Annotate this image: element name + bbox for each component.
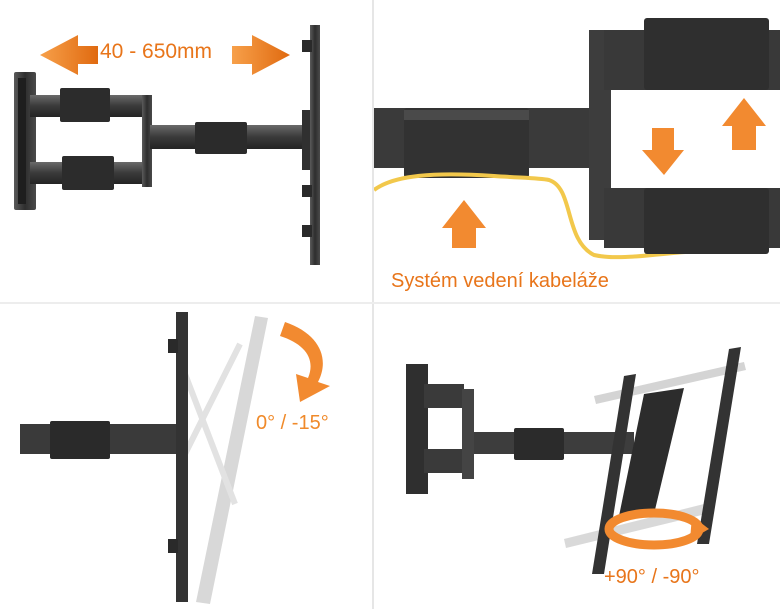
arrow-up-icon-2 xyxy=(722,98,766,150)
extension-illustration xyxy=(14,25,320,265)
tilt-arrow-icon xyxy=(280,322,330,402)
panel-swivel: +90° / -90° xyxy=(374,304,780,609)
tilt-range-label: 0° / -15° xyxy=(256,412,329,434)
extension-range-label: 40 - 650mm xyxy=(100,40,213,63)
swivel-illustration xyxy=(406,347,746,574)
cable-illustration xyxy=(374,18,780,260)
arrow-left-icon xyxy=(40,35,98,75)
panel-extension: 40 - 650mm xyxy=(0,0,372,302)
arrow-right-icon xyxy=(232,35,290,75)
cable-management-label: Systém vedení kabeláže xyxy=(391,270,609,292)
swivel-range-label: +90° / -90° xyxy=(604,566,700,588)
panel-cable-management: Systém vedení kabeláže xyxy=(374,0,780,302)
arrow-down-icon xyxy=(642,128,684,175)
arrow-up-icon xyxy=(442,200,486,248)
divider-horizontal xyxy=(0,302,780,304)
tilt-illustration xyxy=(20,312,330,604)
panel-tilt: 0° / -15° xyxy=(0,304,372,609)
divider-vertical xyxy=(372,0,374,609)
